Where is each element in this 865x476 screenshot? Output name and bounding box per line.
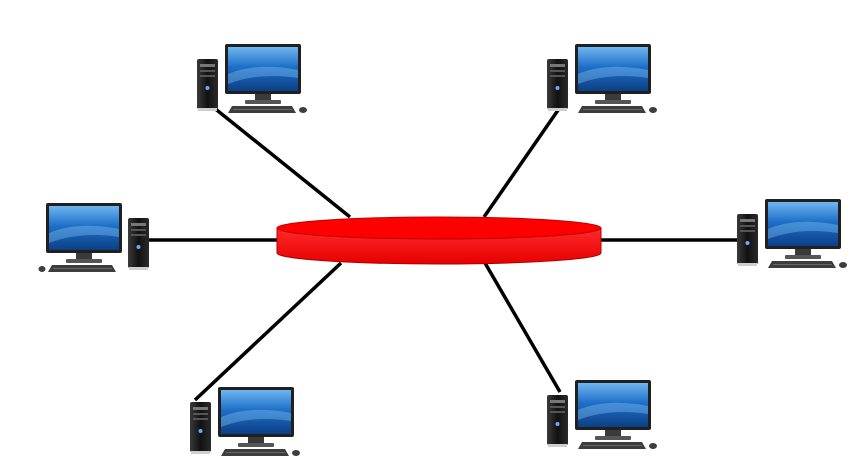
network-links: [140, 101, 740, 402]
computer-bottom-left: [189, 386, 301, 457]
desktop-computer-icon: [736, 198, 848, 269]
link-top-right: [482, 102, 565, 218]
link-bottom-left: [193, 261, 343, 402]
desktop-computer-icon: [38, 202, 150, 273]
computer-bottom-right: [546, 379, 658, 450]
link-bottom-right: [483, 262, 562, 393]
hub-top: [276, 216, 602, 240]
desktop-computer-icon: [546, 43, 658, 114]
computer-top-left: [196, 43, 308, 114]
desktop-computer-icon: [189, 386, 301, 457]
computer-left: [38, 202, 150, 273]
desktop-computer-icon: [546, 379, 658, 450]
computer-top-right: [546, 43, 658, 114]
hub-cylinder: [276, 216, 602, 265]
desktop-computer-icon: [196, 43, 308, 114]
link-top-left: [206, 101, 352, 219]
computer-right: [736, 198, 848, 269]
